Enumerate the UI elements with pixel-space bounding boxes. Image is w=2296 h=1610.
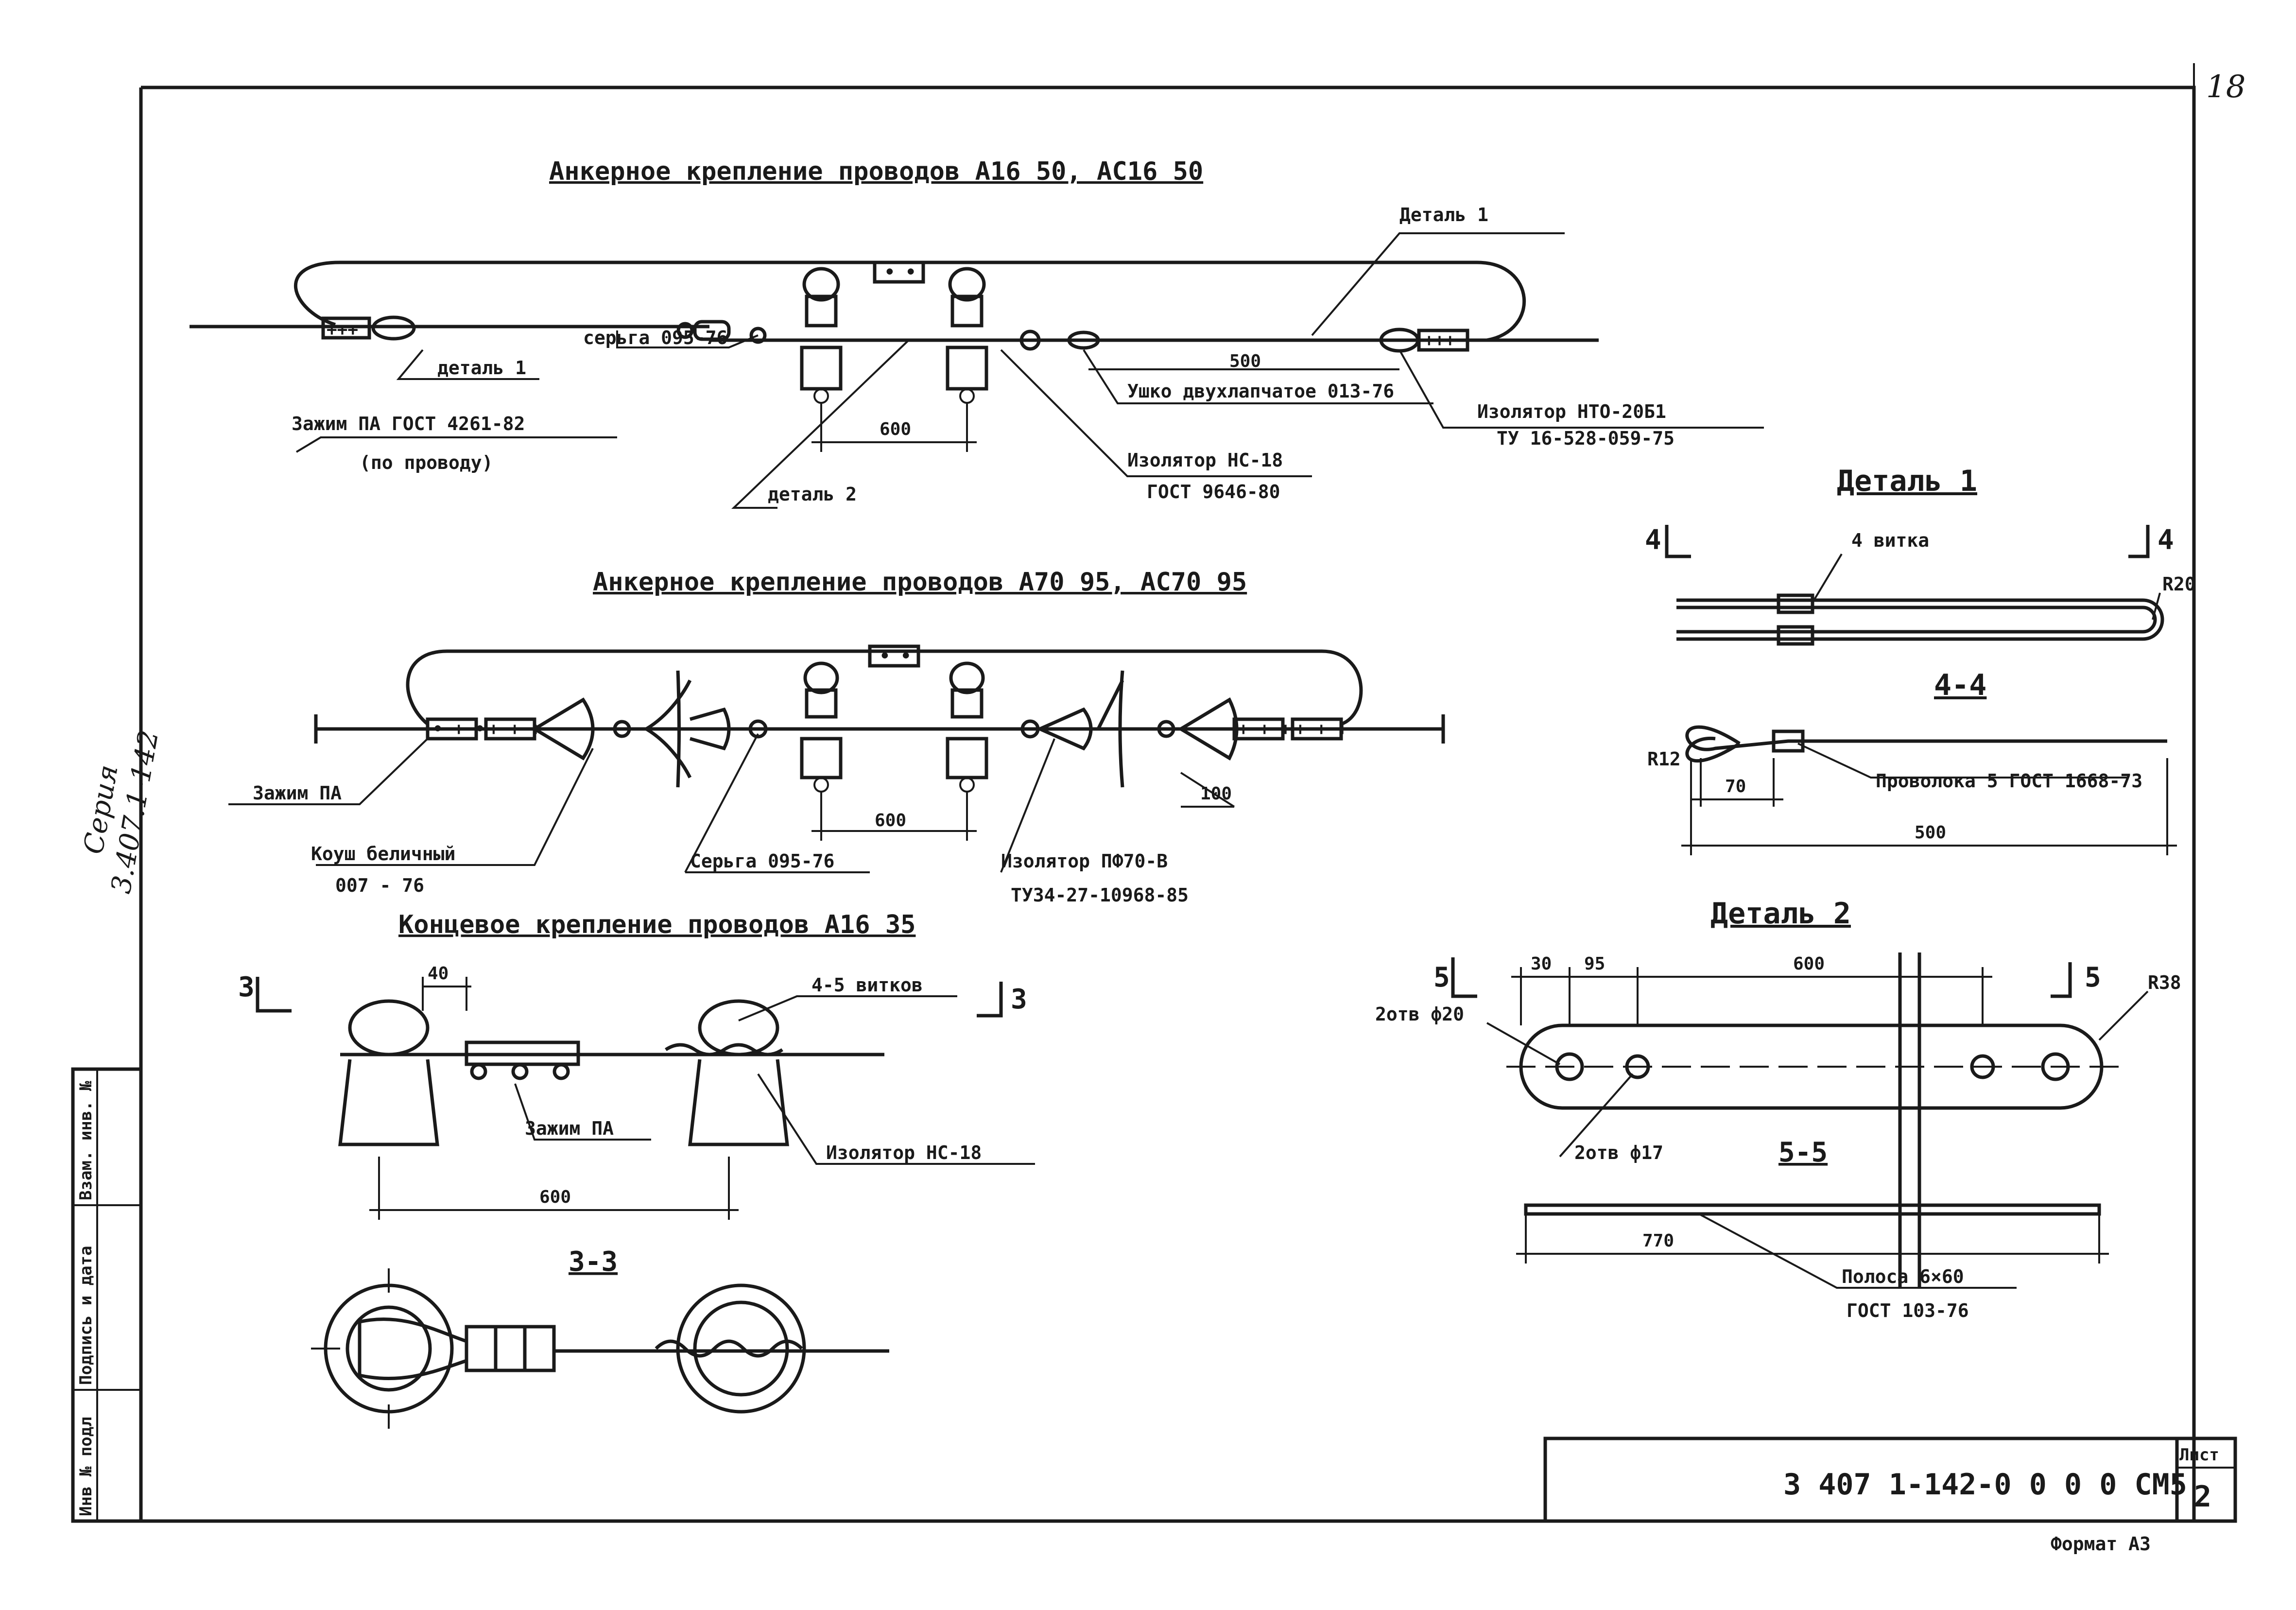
stamp-list-label: Лист xyxy=(2179,1445,2219,1465)
format-note: Формат А3 xyxy=(2051,1533,2151,1555)
s2-dim-100: 100 xyxy=(1200,784,1232,804)
s1-ear-double: Ушко двухлапчатое 013-76 xyxy=(1127,381,1394,402)
s2-ins-pf-2: ТУ34-27-10968-85 xyxy=(1011,884,1189,906)
d2-holes-20: 2отв ф20 xyxy=(1375,1004,1464,1025)
d2-dim-770: 770 xyxy=(1642,1231,1674,1251)
s3-section-mark: 3-3 xyxy=(569,1246,618,1278)
section1-anchor-a16-50: Анкерное крепление проводов А16 50, АС16… xyxy=(190,157,1764,509)
d2-section-mark: 5-5 xyxy=(1778,1137,1828,1168)
section2-anchor-a70-95: Анкерное крепление проводов А70 95, АС70… xyxy=(228,568,1445,906)
s2-dim-600: 600 xyxy=(875,811,906,831)
detail1-title: Деталь 1 xyxy=(1837,464,1977,498)
d1-r12: R12 xyxy=(1647,748,1681,770)
svg-text:• •: • • xyxy=(880,646,911,666)
svg-text:+ + +: + + + xyxy=(1238,719,1291,739)
section3-title: Концевое крепление проводов А16 35 xyxy=(398,910,915,939)
d1-wire: Проволока 5 ГОСТ 1668-73 xyxy=(1876,770,2142,792)
s1-detail1-top: Деталь 1 xyxy=(1399,204,1488,225)
side-series-note: Серия 3.407.1-142 xyxy=(78,728,165,896)
s1-ins-nto-1: Изолятор НТО-20Б1 xyxy=(1477,401,1666,422)
d2-dim-30: 30 xyxy=(1531,954,1552,974)
s3-cut-right: 3 xyxy=(1011,984,1027,1015)
s2-thimble-1: Коуш беличный xyxy=(311,843,455,865)
s3-turns: 4-5 витков xyxy=(811,974,923,996)
d1-dim-500: 500 xyxy=(1915,823,1946,843)
s3-clamp: Зажим ПА xyxy=(525,1118,614,1139)
s3-dim-600: 600 xyxy=(539,1187,571,1207)
s1-detail1-left: деталь 1 xyxy=(437,357,526,379)
title-block: 3 407 1-142-0 0 0 0 СМ5 Лист 2 xyxy=(1543,1437,2237,1523)
d2-strip-1: Полоса 6×60 xyxy=(1842,1266,1964,1287)
s1-dim-600: 600 xyxy=(880,419,911,439)
s2-ins-pf-1: Изолятор ПФ70-В xyxy=(1001,850,1168,872)
s1-clamp-1: Зажим ПА ГОСТ 4261-82 xyxy=(292,413,525,434)
d1-section-mark: 4-4 xyxy=(1934,668,1986,702)
s1-ins-nc-1: Изолятор НС-18 xyxy=(1127,450,1283,471)
d2-dim-600: 600 xyxy=(1793,954,1825,974)
side-table-replace: Взам. инв. № xyxy=(76,1081,96,1200)
svg-text:+++: +++ xyxy=(327,320,358,340)
stamp-code: 3 407 1-142-0 0 0 0 СМ5 xyxy=(1783,1468,2187,1502)
d1-turns: 4 витка xyxy=(1851,530,1929,551)
d2-cut-left: 5 xyxy=(1433,962,1450,993)
svg-text:+++: +++ xyxy=(1424,330,1455,350)
d1-dim-70: 70 xyxy=(1725,777,1746,796)
section3-end-a16-35: Концевое крепление проводов А16 35 3 3 4… xyxy=(238,910,1035,1429)
side-table: Инв № подл Подпись и дата Взам. инв. № xyxy=(71,1067,143,1523)
d1-r20: R20 xyxy=(2162,573,2196,595)
section2-title: Анкерное крепление проводов А70 95, АС70… xyxy=(593,568,1247,597)
d2-strip-2: ГОСТ 103-76 xyxy=(1847,1300,1969,1321)
s1-dim-500: 500 xyxy=(1229,351,1261,371)
d2-cut-right: 5 xyxy=(2085,962,2101,993)
section1-title: Анкерное крепление проводов А16 50, АС16… xyxy=(549,157,1203,186)
page-number: 18 xyxy=(2206,69,2245,105)
s3-dim-40: 40 xyxy=(428,964,449,984)
s2-earring: Серьга 095-76 xyxy=(690,850,834,872)
s3-insulator: Изолятор НС-18 xyxy=(826,1142,982,1163)
detail2-title: Деталь 2 xyxy=(1710,897,1851,931)
side-table-sign: Подпись и дата xyxy=(76,1246,96,1385)
s2-clamp: Зажим ПА xyxy=(253,782,342,804)
s1-clamp-2: (по проводу) xyxy=(360,452,493,473)
svg-text:• •: • • xyxy=(884,262,916,282)
side-table-inv: Инв № подл xyxy=(76,1417,96,1516)
s3-cut-left: 3 xyxy=(238,971,255,1003)
detail2: Деталь 2 5 5 30 95 600 2отв ф20 2отв ф17… xyxy=(1375,897,2181,1321)
svg-text:+ + +: + + + xyxy=(1295,719,1347,739)
detail1: Деталь 1 4 4 4 витка R20 4-4 R12 Проволо… xyxy=(1645,464,2196,855)
s2-thimble-2: 007 - 76 xyxy=(335,875,424,896)
s1-ins-nto-2: ТУ 16-528-059-75 xyxy=(1497,428,1675,449)
svg-text:• + •: • + • xyxy=(432,719,485,739)
s1-earring: серьга 095-76 xyxy=(583,327,727,348)
s1-detail2: деталь 2 xyxy=(768,484,857,505)
d2-radius: R38 xyxy=(2148,972,2181,993)
d2-holes-17: 2отв ф17 xyxy=(1574,1142,1663,1163)
d1-cut-right: 4 xyxy=(2158,524,2174,556)
d1-cut-left: 4 xyxy=(1645,524,1661,556)
stamp-list-value: 2 xyxy=(2194,1480,2211,1514)
s1-ins-nc-2: ГОСТ 9646-80 xyxy=(1147,481,1280,502)
d2-dim-95: 95 xyxy=(1584,954,1605,974)
